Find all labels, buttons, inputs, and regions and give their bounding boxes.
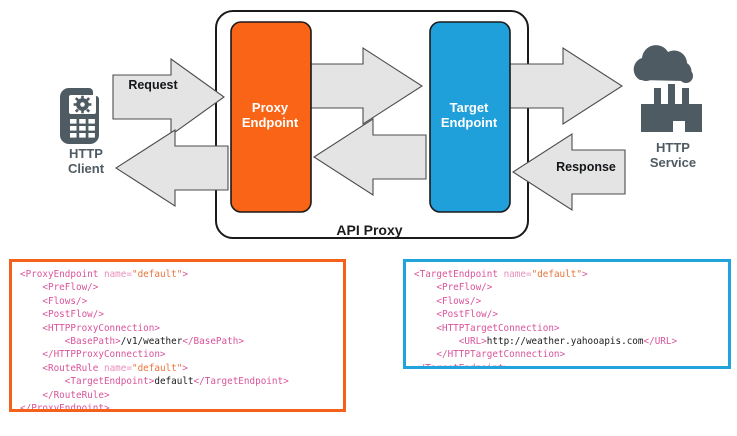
code-token-tag: > bbox=[581, 269, 588, 280]
code-token-tag: <PostFlow/> bbox=[436, 309, 498, 321]
code-line: <TargetEndpoint name="default"> bbox=[414, 268, 728, 281]
code-token-tag: </HTTPTargetConnection> bbox=[436, 349, 566, 361]
target-endpoint-box bbox=[429, 21, 511, 213]
proxy-endpoint-code-block: <ProxyEndpoint name="default"> <PreFlow/… bbox=[9, 259, 346, 412]
code-token-tag: <PostFlow/> bbox=[42, 309, 104, 321]
code-token-tag: </HTTPProxyConnection> bbox=[42, 349, 166, 361]
code-token-text bbox=[20, 363, 42, 374]
code-line: <Flows/> bbox=[20, 295, 343, 308]
code-line: <TargetEndpoint>default</TargetEndpoint> bbox=[20, 375, 343, 388]
code-line: <Flows/> bbox=[414, 295, 728, 308]
code-token-tag: <Flows/> bbox=[436, 295, 482, 307]
code-token-text: /v1/weather bbox=[120, 335, 183, 347]
code-token-text bbox=[414, 296, 436, 307]
code-line: <PostFlow/> bbox=[414, 308, 728, 321]
code-token-tag: </ProxyEndpoint> bbox=[20, 402, 110, 412]
code-token-val: "default" bbox=[131, 362, 183, 374]
code-token-text bbox=[414, 282, 436, 293]
code-line: </HTTPProxyConnection> bbox=[20, 348, 343, 361]
arrow-proxy-to-client bbox=[114, 128, 229, 208]
code-token-text: http://weather.yahooapis.com bbox=[486, 335, 644, 347]
code-token-text bbox=[20, 336, 65, 347]
code-token-tag: </RouteRule> bbox=[42, 389, 110, 401]
code-token-text: default bbox=[154, 376, 194, 388]
code-token-tag: <URL> bbox=[458, 335, 487, 347]
code-token-text bbox=[414, 349, 436, 360]
code-token-tag: <PreFlow/> bbox=[42, 282, 99, 294]
proxy-endpoint-box bbox=[230, 21, 312, 213]
code-token-tag: </TargetEndpoint> bbox=[414, 362, 510, 369]
arrow-target-to-service bbox=[509, 46, 624, 126]
code-token-tag: <ProxyEndpoint bbox=[20, 269, 104, 280]
code-token-text bbox=[20, 390, 42, 401]
code-token-text bbox=[20, 282, 42, 293]
code-line: <HTTPTargetConnection> bbox=[414, 322, 728, 335]
code-token-tag: <TargetEndpoint> bbox=[64, 376, 155, 388]
mobile-phone-icon bbox=[60, 88, 99, 144]
code-line: <PreFlow/> bbox=[414, 281, 728, 294]
code-token-tag: <HTTPTargetConnection> bbox=[436, 322, 560, 334]
code-token-attr: name= bbox=[503, 269, 532, 280]
code-token-text bbox=[20, 296, 42, 307]
code-token-text bbox=[414, 336, 459, 347]
code-line: <URL>http://weather.yahooapis.com</URL> bbox=[414, 335, 728, 348]
target-endpoint-code-block: <TargetEndpoint name="default"> <PreFlow… bbox=[403, 259, 731, 369]
cloud-factory-icon bbox=[633, 45, 702, 132]
arrow-target-to-proxy bbox=[312, 117, 427, 197]
code-token-tag: > bbox=[182, 269, 188, 280]
code-line: </RouteRule> bbox=[20, 389, 343, 402]
code-line: <ProxyEndpoint name="default"> bbox=[20, 268, 343, 281]
code-line: </TargetEndpoint> bbox=[414, 362, 728, 369]
code-token-tag: > bbox=[182, 362, 188, 374]
code-token-text bbox=[414, 323, 436, 334]
code-token-tag: <BasePath> bbox=[64, 335, 121, 347]
api-proxy-diagram: .arw { fill:#E4E4E4; stroke:#4d4d4d; str… bbox=[60, 10, 702, 239]
code-token-text bbox=[20, 376, 65, 387]
code-token-val: "default" bbox=[531, 269, 582, 280]
code-line: <BasePath>/v1/weather</BasePath> bbox=[20, 335, 343, 348]
code-line: <RouteRule name="default"> bbox=[20, 362, 343, 375]
arrow-request bbox=[112, 57, 225, 137]
code-line: <HTTPProxyConnection> bbox=[20, 322, 343, 335]
code-token-tag: <PreFlow/> bbox=[436, 282, 493, 294]
code-token-tag: <Flows/> bbox=[42, 295, 88, 307]
arrow-proxy-to-target bbox=[310, 46, 424, 126]
code-token-tag: <HTTPProxyConnection> bbox=[42, 322, 160, 334]
code-line: <PostFlow/> bbox=[20, 308, 343, 321]
code-token-text bbox=[20, 309, 42, 320]
code-token-tag: </URL> bbox=[643, 335, 678, 347]
code-token-tag: <TargetEndpoint bbox=[414, 269, 504, 280]
code-line: </HTTPTargetConnection> bbox=[414, 348, 728, 361]
code-token-tag: </BasePath> bbox=[182, 335, 244, 347]
code-token-text bbox=[20, 349, 42, 360]
arrow-response bbox=[511, 132, 626, 212]
code-line: </ProxyEndpoint> bbox=[20, 402, 343, 412]
code-token-val: "default" bbox=[131, 269, 183, 280]
code-token-text bbox=[414, 309, 436, 320]
code-token-tag: </TargetEndpoint> bbox=[193, 376, 289, 388]
code-token-text bbox=[20, 323, 42, 334]
code-token-attr: name= bbox=[103, 362, 132, 374]
code-line: <PreFlow/> bbox=[20, 281, 343, 294]
code-token-attr: name= bbox=[103, 269, 132, 280]
code-token-tag: <RouteRule bbox=[42, 362, 104, 374]
